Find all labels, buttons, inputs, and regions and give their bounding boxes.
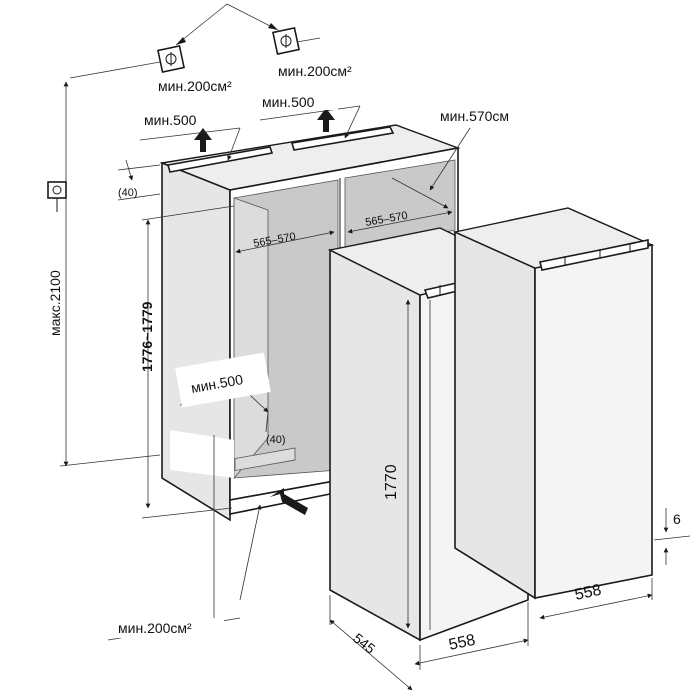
niche-height-dimension: [141, 205, 235, 519]
label-min-570: мин.570см: [440, 108, 509, 124]
arrow-up-icon: [317, 108, 335, 132]
label-offset-40-bottom: (40): [266, 434, 286, 446]
label-min-200-top-right: мин.200см²: [278, 63, 352, 79]
gap-dim: [653, 508, 691, 565]
label-min-200-top-left: мин.200см²: [158, 78, 232, 94]
label-niche-height: 1776~1779: [139, 301, 155, 372]
niche-width-left-dim: [235, 230, 335, 254]
label-max-2100: макс.2100: [47, 270, 63, 336]
appliance-right: [452, 207, 655, 600]
label-depth-545: 545: [350, 630, 378, 657]
label-min-200-bottom: мин.200см²: [118, 620, 192, 636]
ventilation-grille-icon: [272, 27, 300, 55]
ventilation-grille-icon: [157, 45, 185, 73]
label-width-558-left: 558: [447, 632, 477, 654]
niche-width-right-dim: [347, 177, 453, 234]
label-min-500-top-left: мин.500: [144, 112, 197, 128]
label-min-500-top-right: мин.500: [262, 94, 315, 110]
top-vent-pointer-lines: [175, 3, 279, 46]
depth-dim: [329, 595, 413, 691]
arrow-icon: [270, 488, 308, 515]
width-right-dim: [539, 578, 653, 620]
max-height-dimension: [59, 81, 161, 467]
width-left-dim: [414, 602, 529, 670]
label-offset-40-top: (40): [118, 187, 138, 199]
label-gap-6: 6: [673, 511, 681, 527]
arrow-up-icon: [194, 128, 212, 152]
label-width-558-right: 558: [573, 582, 603, 604]
label-appliance-height: 1770: [383, 464, 400, 500]
power-socket-icon: [47, 181, 67, 212]
